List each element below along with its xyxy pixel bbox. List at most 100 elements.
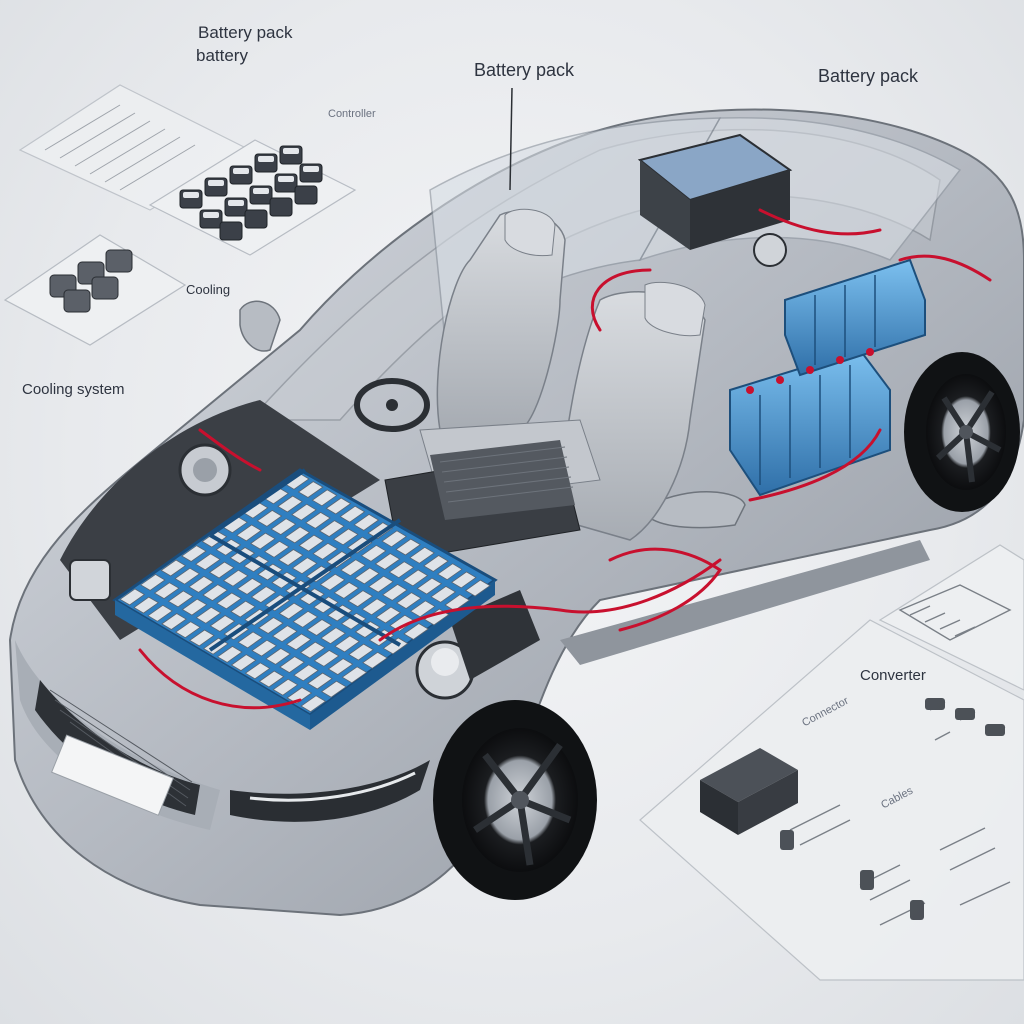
battery-cell <box>361 598 388 616</box>
battery-cell <box>374 553 401 570</box>
battery-cell <box>340 559 366 577</box>
battery-cell <box>258 670 285 688</box>
battery-cell <box>347 590 374 608</box>
battery-cell <box>300 695 327 713</box>
battery-cell <box>216 645 243 663</box>
battery-cell <box>174 567 201 585</box>
battery-cell <box>395 538 422 556</box>
battery-modules-rear <box>729 258 926 497</box>
battery-cell <box>437 563 463 581</box>
battery-cell <box>265 647 292 665</box>
battery-cell <box>208 561 235 579</box>
battery-cell <box>327 658 354 676</box>
front-components <box>60 400 540 700</box>
battery-cell <box>202 584 229 602</box>
battery-cell <box>333 581 360 599</box>
battery-cell <box>181 545 207 562</box>
battery-cell <box>272 678 299 696</box>
battery-cell <box>299 641 326 659</box>
battery-cell <box>291 557 318 575</box>
battery-cell <box>320 680 347 698</box>
label-battery-pack-title: Battery pack <box>474 60 575 80</box>
battery-cell <box>395 592 422 610</box>
battery-cell <box>181 598 208 616</box>
battery-cell <box>464 579 491 597</box>
wiring-harness <box>138 208 992 710</box>
label-controller-small: Controller <box>328 108 376 120</box>
battery-cell <box>188 629 215 647</box>
battery-cell <box>313 649 340 667</box>
battery-cell <box>278 602 305 620</box>
battery-cell <box>325 497 352 515</box>
battery-cell <box>291 503 317 521</box>
battery-cell <box>312 542 339 560</box>
battery-cell <box>307 672 333 690</box>
label-battery-pack-sketch: Battery pack <box>198 23 293 42</box>
battery-cell <box>368 575 394 593</box>
battery-cell <box>139 573 166 591</box>
rear-wheel <box>904 352 1020 512</box>
battery-cell <box>250 586 277 604</box>
battery-pack-main <box>112 468 498 730</box>
battery-cell <box>195 606 222 624</box>
label-cooling: Cooling <box>186 282 231 297</box>
battery-cell <box>244 662 271 680</box>
battery-cell <box>298 534 325 552</box>
battery-cell <box>402 569 429 587</box>
battery-cell <box>216 592 242 610</box>
battery-cell <box>277 495 303 513</box>
battery-cell <box>450 571 477 589</box>
battery-cell <box>375 606 402 624</box>
battery-cell <box>292 610 319 628</box>
battery-cell <box>279 656 305 674</box>
battery-cell <box>416 577 443 595</box>
battery-cell <box>119 588 146 606</box>
rear-seat-battery <box>384 440 581 561</box>
battery-cell <box>237 631 264 649</box>
battery-cell <box>161 613 187 630</box>
steering-wheel <box>354 378 430 432</box>
battery-cell <box>270 518 297 536</box>
battery-cell <box>251 639 278 657</box>
label-cooling-system: Cooling system <box>22 381 125 398</box>
battery-cell <box>306 619 333 636</box>
battery-cell <box>409 600 436 618</box>
battery-cell <box>319 573 346 591</box>
battery-cell <box>381 583 408 601</box>
battery-cell <box>249 532 276 550</box>
battery-cell <box>409 546 435 564</box>
battery-cell <box>230 654 257 672</box>
battery-cell <box>444 594 471 612</box>
battery-cell <box>194 553 221 571</box>
battery-cell <box>230 600 256 618</box>
front-electronics <box>637 133 793 267</box>
label-battery-pack-right: Battery pack <box>818 66 919 86</box>
label-battery-sketch: battery <box>196 46 248 65</box>
battery-cell <box>430 585 457 603</box>
battery-cell <box>360 544 387 562</box>
battery-cell <box>339 505 366 523</box>
battery-cell <box>320 627 347 645</box>
battery-cell <box>341 666 368 684</box>
battery-cell <box>153 582 180 600</box>
sketch-sheet-right <box>639 544 1024 981</box>
battery-cell <box>362 651 388 669</box>
sketch-sheet-battery-modules <box>148 139 357 256</box>
battery-cell <box>160 559 187 577</box>
battery-cell <box>334 635 361 653</box>
battery-cell <box>236 577 263 595</box>
battery-cell <box>297 481 324 498</box>
battery-cell <box>167 590 194 608</box>
battery-cell <box>188 575 215 593</box>
battery-cell <box>285 633 312 651</box>
battery-cell <box>271 625 298 643</box>
battery-cell <box>311 489 338 507</box>
battery-cell <box>403 623 429 640</box>
front-wheel <box>433 700 597 900</box>
battery-cell <box>388 561 415 579</box>
converter-box <box>700 748 798 835</box>
battery-cell <box>277 549 304 566</box>
battery-cell <box>318 520 345 538</box>
